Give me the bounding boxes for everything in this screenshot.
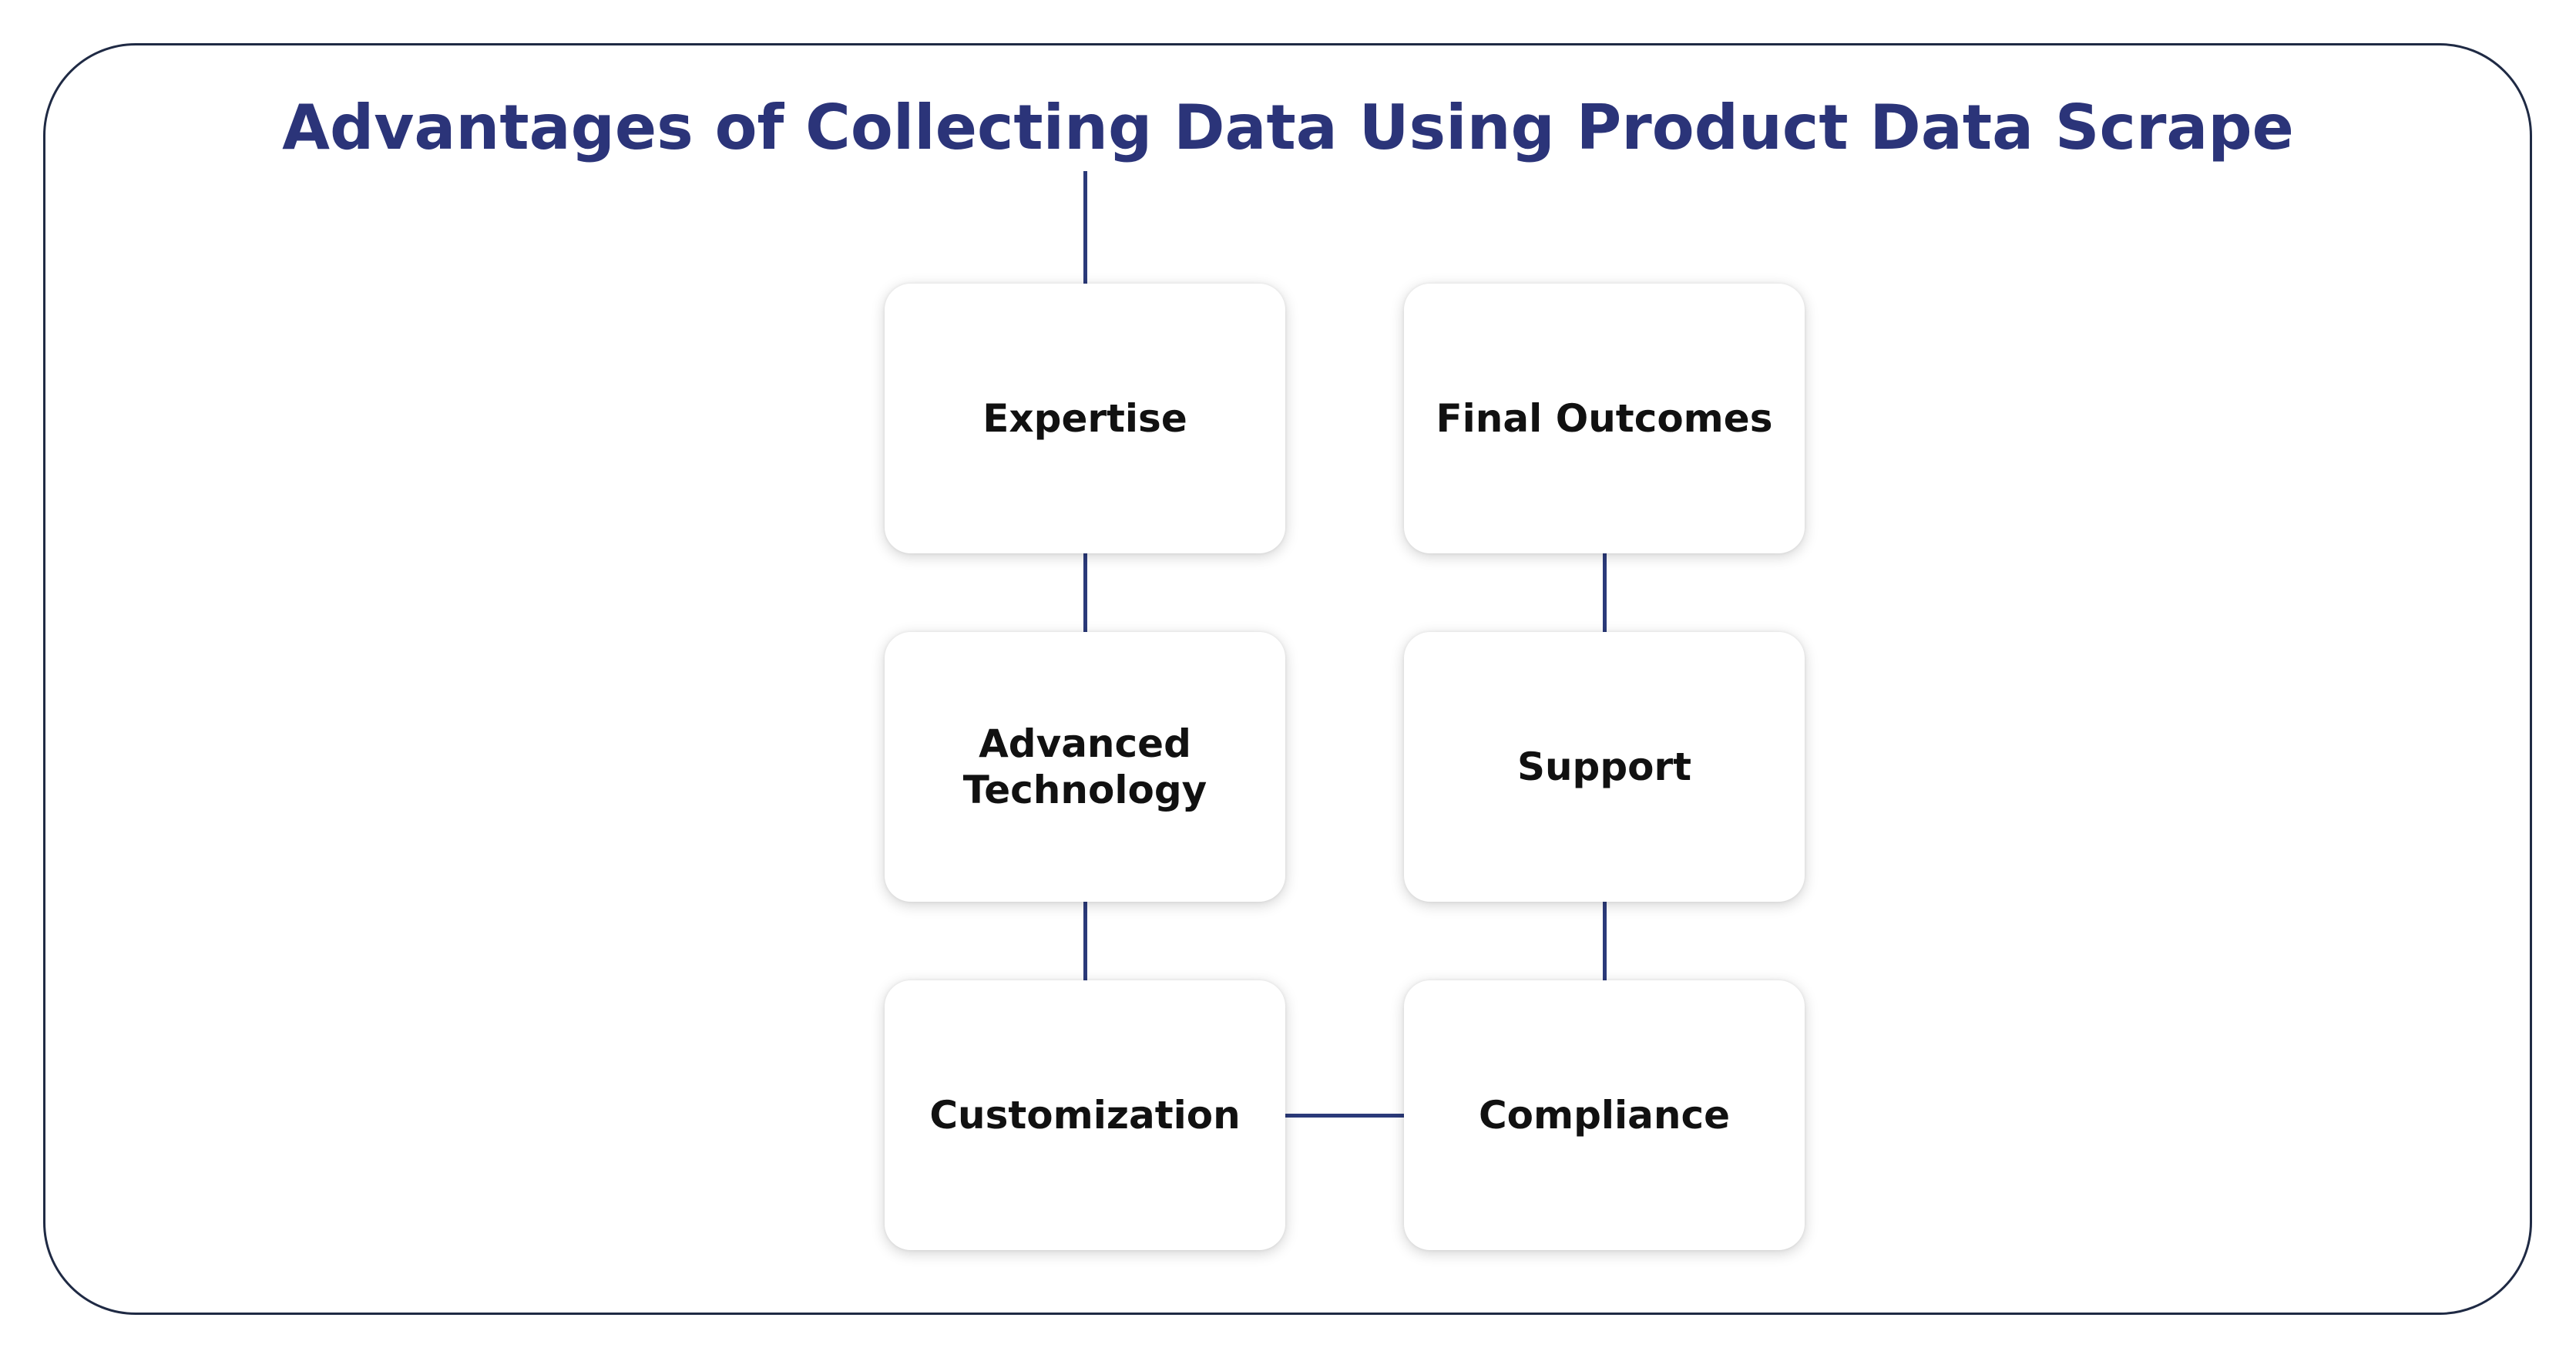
node-customization-label: Customization [929, 1093, 1241, 1138]
node-final-outcomes: Final Outcomes [1404, 284, 1805, 553]
connector-compliance-to-support [1603, 902, 1607, 980]
node-advanced-technology-label: Advanced Technology [962, 721, 1207, 812]
node-advanced-technology: Advanced Technology [885, 632, 1285, 902]
diagram-title: Advantages of Collecting Data Using Prod… [282, 92, 2294, 163]
node-support-label: Support [1516, 745, 1692, 789]
node-compliance: Compliance [1404, 980, 1805, 1250]
diagram-frame [43, 43, 2532, 1315]
connector-customization-to-compliance [1285, 1114, 1404, 1118]
node-expertise: Expertise [885, 284, 1285, 553]
node-support: Support [1404, 632, 1805, 902]
connector-expertise-to-advanced-technology [1083, 553, 1087, 632]
connector-advanced-technology-to-customization [1083, 902, 1087, 980]
connector-support-to-final-outcomes [1603, 553, 1607, 632]
connector-title-to-expertise [1083, 171, 1087, 284]
node-final-outcomes-label: Final Outcomes [1436, 396, 1773, 441]
node-customization: Customization [885, 980, 1285, 1250]
node-compliance-label: Compliance [1478, 1093, 1731, 1138]
node-expertise-label: Expertise [982, 396, 1187, 441]
